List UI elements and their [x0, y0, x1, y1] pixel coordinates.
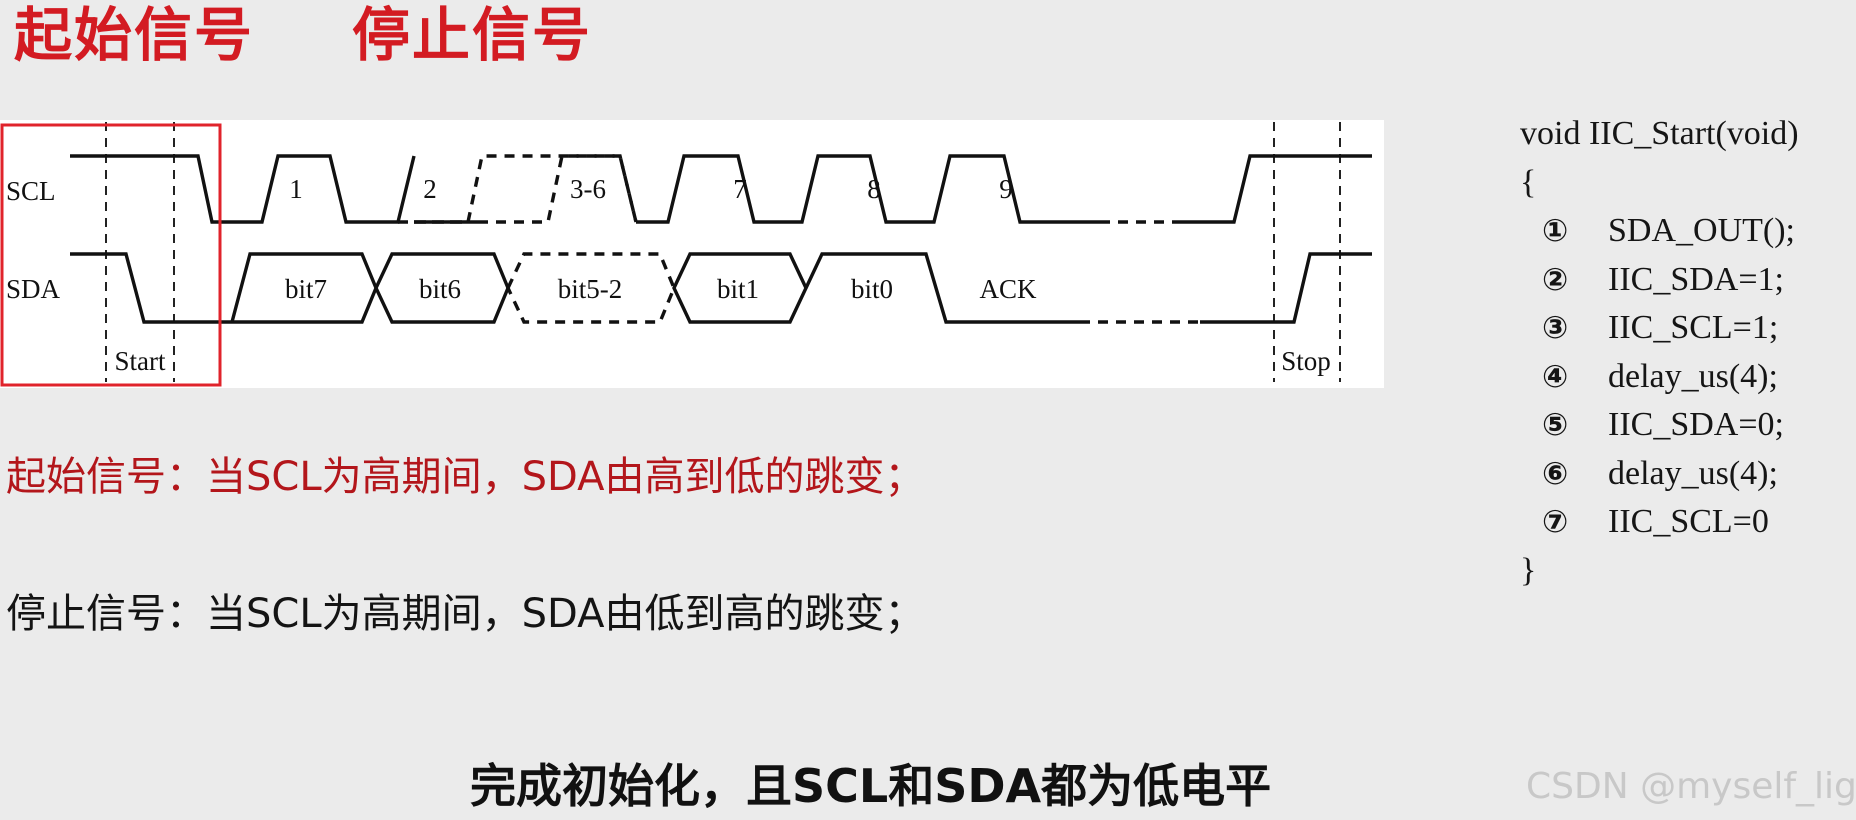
code-step: ⑦ IIC_SCL=0 — [1520, 498, 1856, 547]
step-number: ③ — [1542, 310, 1569, 346]
step-statement: IIC_SCL=1; — [1608, 309, 1779, 346]
data-bit-label: bit6 — [419, 274, 461, 304]
start-signal-description: 起始信号：当SCL为高期间，SDA由高到低的跳变； — [6, 454, 925, 500]
watermark: CSDN @myself_light — [1526, 766, 1856, 807]
stop-signal-description: 停止信号：当SCL为高期间，SDA由低到高的跳变； — [6, 591, 925, 637]
code-step: ③ IIC_SCL=1; — [1520, 304, 1856, 353]
step-statement: IIC_SDA=0; — [1608, 406, 1784, 443]
start-label: Start — [115, 346, 166, 376]
stop-label: Stop — [1281, 346, 1331, 376]
scl-waveform-dashed — [398, 154, 1178, 224]
scl-pulse-dashed — [478, 154, 638, 224]
clock-label: 9 — [999, 174, 1013, 204]
step-number: ⑤ — [1542, 407, 1569, 443]
open-brace: { — [1520, 163, 1537, 201]
data-bit-label: bit0 — [851, 274, 893, 304]
step-number: ① — [1542, 213, 1569, 249]
scl-label: SCL — [6, 176, 56, 206]
footer-note: 完成初始化，且SCL和SDA都为低电平 — [470, 759, 1272, 813]
clock-label: 8 — [867, 174, 881, 204]
function-signature: void IIC_Start(void) — [1520, 115, 1799, 152]
step-statement: delay_us(4); — [1608, 357, 1778, 395]
data-bit-label: bit1 — [717, 274, 759, 304]
clock-label: 2 — [423, 174, 437, 204]
step-statement: SDA_OUT(); — [1608, 212, 1795, 249]
start-signal-heading: 起始信号 — [14, 1, 255, 69]
clock-label: 3-6 — [570, 174, 606, 204]
data-bit-label: bit5-2 — [558, 274, 623, 304]
step-number: ④ — [1542, 358, 1569, 395]
step-statement: delay_us(4); — [1608, 454, 1778, 492]
code-step: ⑥ delay_us(4); — [1520, 450, 1856, 499]
stop-signal-heading: 停止信号 — [352, 1, 593, 69]
timing-diagram-svg: SCL SDA 1 2 3-6 7 8 9 bit7 bit6 bit5-2 b… — [0, 122, 1372, 387]
code-step: ① SDA_OUT(); — [1520, 207, 1856, 256]
sda-waveform-dashed — [506, 252, 1200, 324]
sda-label: SDA — [6, 274, 61, 304]
iic-start-code: void IIC_Start(void) { ① SDA_OUT(); ② IIC_… — [1520, 110, 1856, 595]
step-number: ⑦ — [1542, 504, 1569, 540]
step-statement: IIC_SCL=0 — [1608, 503, 1769, 540]
step-number: ② — [1542, 261, 1569, 298]
data-bit-label: bit7 — [285, 274, 327, 304]
ack-label: ACK — [979, 274, 1037, 304]
code-step: ② IIC_SDA=1; — [1520, 256, 1856, 305]
close-brace: } — [1520, 551, 1537, 589]
clock-label: 7 — [733, 174, 747, 204]
start-highlight-box — [0, 123, 222, 387]
code-step: ⑤ IIC_SDA=0; — [1520, 401, 1856, 450]
clock-label: 1 — [289, 174, 303, 204]
i2c-timing-diagram: SCL SDA 1 2 3-6 7 8 9 bit7 bit6 bit5-2 b… — [0, 120, 1384, 388]
scl-waveform — [70, 154, 1372, 224]
step-statement: IIC_SDA=1; — [1608, 260, 1784, 298]
step-number: ⑥ — [1542, 455, 1569, 492]
code-step: ④ delay_us(4); — [1520, 353, 1856, 402]
